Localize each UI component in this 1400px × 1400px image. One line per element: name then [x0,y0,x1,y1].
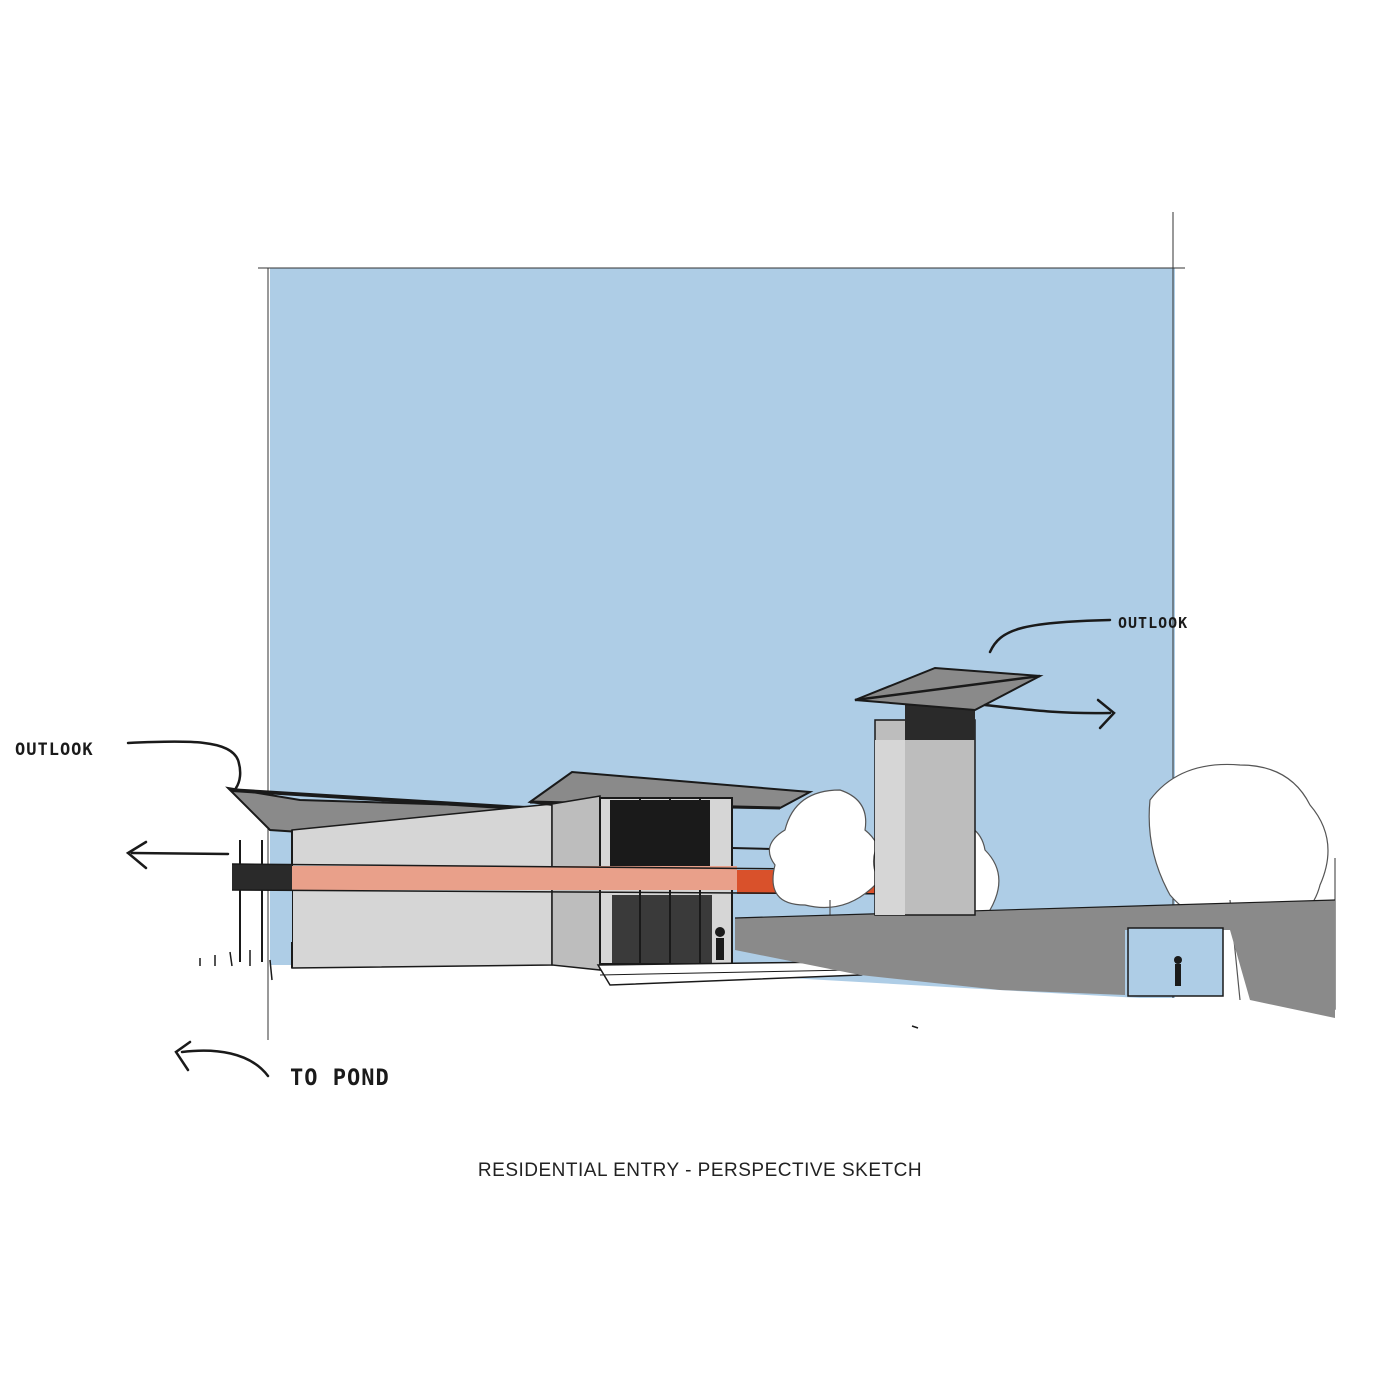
annotation-arrows [125,618,1116,1078]
outlook-label-tower: OUTLOOK [1118,614,1188,632]
entry-block [527,770,863,986]
ground [270,965,1340,1400]
outlook-label-left: OUTLOOK [15,740,94,760]
grass-ticks [199,950,919,1029]
outlook-tower [854,666,1044,916]
site-wall [734,899,1336,1018]
sketch-caption: RESIDENTIAL ENTRY - PERSPECTIVE SKETCH [477,1160,923,1181]
to-pond-label: TO POND [290,1066,390,1091]
